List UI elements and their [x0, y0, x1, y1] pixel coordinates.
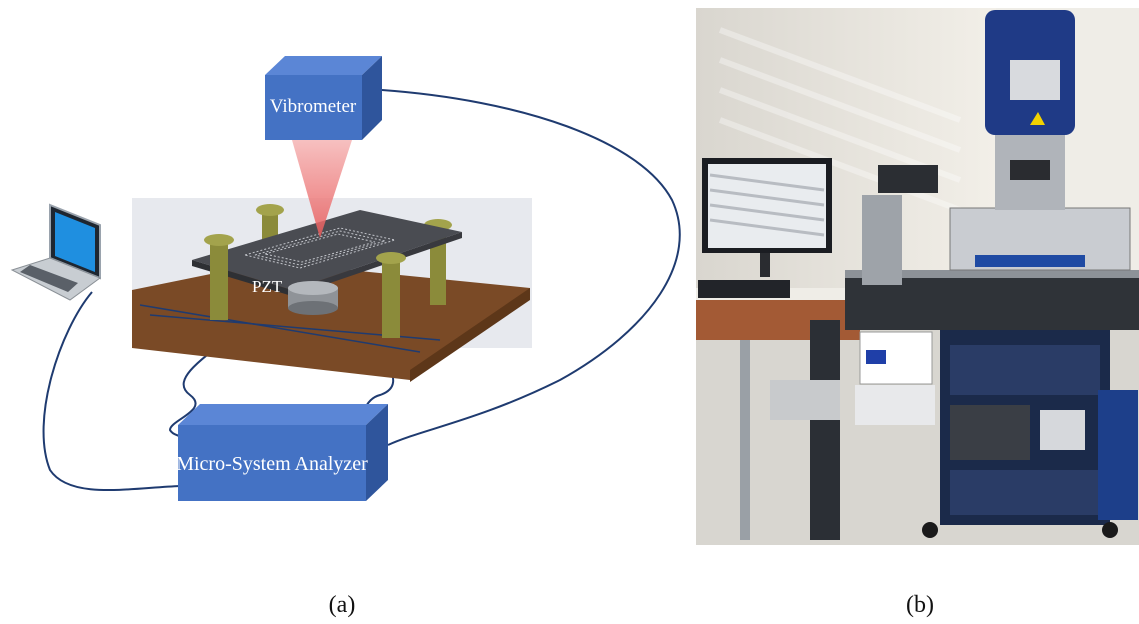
laptop-icon	[10, 203, 102, 301]
caption-a: (a)	[328, 592, 356, 618]
schematic-panel: PZT Vibrometer Micro-System Analyzer	[10, 56, 681, 501]
lab-photo	[696, 8, 1139, 545]
monitor-icon	[702, 158, 832, 277]
pzt-actuator	[288, 281, 338, 315]
laser-beam	[292, 140, 352, 238]
caption-b: (b)	[906, 592, 934, 618]
analyzer-box: Micro-System Analyzer	[176, 404, 388, 501]
cable-vibrometer-to-analyzer	[381, 89, 681, 446]
keyboard-icon	[698, 280, 790, 298]
pzt-label: PZT	[252, 277, 283, 296]
cable-laptop-to-analyzer	[42, 291, 181, 492]
bolts-front	[204, 234, 406, 338]
vibrometer-box: Vibrometer	[265, 56, 382, 140]
vibrometer-label: Vibrometer	[270, 96, 357, 117]
analyzer-label: Micro-System Analyzer	[176, 453, 368, 475]
instrument-rack-icon	[922, 330, 1138, 538]
vibrometer-head-icon	[985, 10, 1075, 210]
